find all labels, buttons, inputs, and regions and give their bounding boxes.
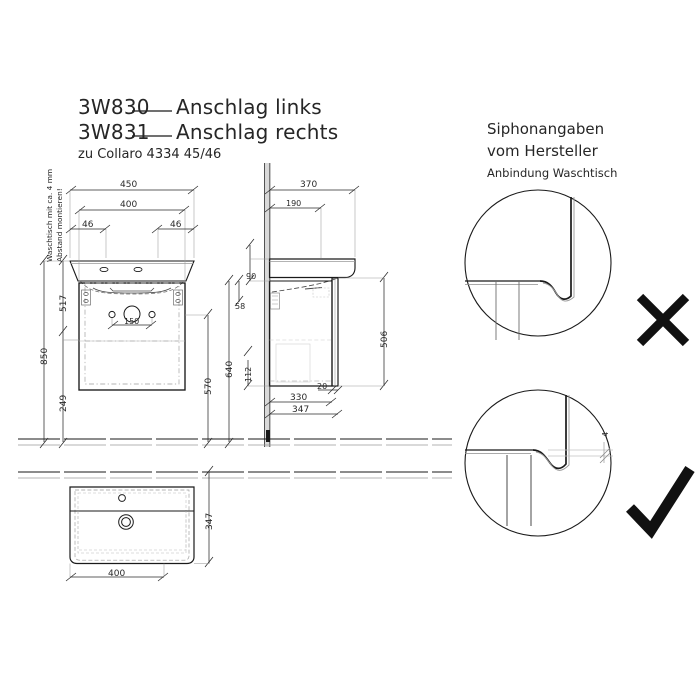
dim-overall-height: 640 <box>225 360 235 378</box>
cross-mark <box>636 293 690 347</box>
ground-line <box>18 430 452 479</box>
dim-cabinet-depth-total: 347 <box>292 405 310 415</box>
dim-basin-width: 450 <box>120 180 138 190</box>
check-mark <box>626 466 695 539</box>
dim-plan-depth: 347 <box>205 512 215 530</box>
siphon-detail-bad <box>464 189 612 340</box>
title-reference: zu Collaro 4334 45/46 <box>78 147 222 162</box>
dim-cabinet-offset: 112 <box>244 366 253 382</box>
dim-offset-right: 46 <box>170 220 182 230</box>
dim-siphon-gap: 4 <box>601 431 610 437</box>
dim-tap-hole-spacing: 150 <box>124 317 140 326</box>
dim-basin-rim: 90 <box>246 272 257 281</box>
dim-plan-width: 400 <box>108 569 126 579</box>
dim-basin-depth: 370 <box>300 180 318 190</box>
dim-basin-inner: 190 <box>286 199 302 208</box>
title-code-1: 3W830 <box>78 95 150 119</box>
title-text-2: Anschlag rechts <box>176 120 339 144</box>
dim-offset-left: 46 <box>82 220 94 230</box>
dim-height-top: 517 <box>59 294 69 312</box>
title-text-1: Anschlag links <box>176 95 322 119</box>
dim-basin-under: 58 <box>235 302 246 311</box>
siphon-heading-1: Siphonangaben <box>487 120 605 138</box>
siphon-subheading: Anbindung Waschtisch <box>487 166 618 180</box>
dim-cabinet-depth-front: 330 <box>290 393 308 403</box>
siphon-detail-good <box>464 389 613 537</box>
dimension-lines <box>39 185 389 582</box>
title-code-2: 3W831 <box>78 120 150 144</box>
siphon-heading-2: vom Hersteller <box>487 142 598 160</box>
mounting-note-line-1: Waschtisch mit ca. 4 mm <box>45 168 54 262</box>
mounting-note-line-2: Abstand montieren! <box>55 188 64 262</box>
dim-cabinet-width: 400 <box>120 200 138 210</box>
dim-cabinet-height: 570 <box>204 377 214 395</box>
dim-panel-thickness: 20 <box>317 382 328 391</box>
dim-height-floor: 249 <box>59 394 69 412</box>
dim-height-total: 850 <box>40 347 50 365</box>
dim-cabinet-body-height: 506 <box>380 330 390 348</box>
